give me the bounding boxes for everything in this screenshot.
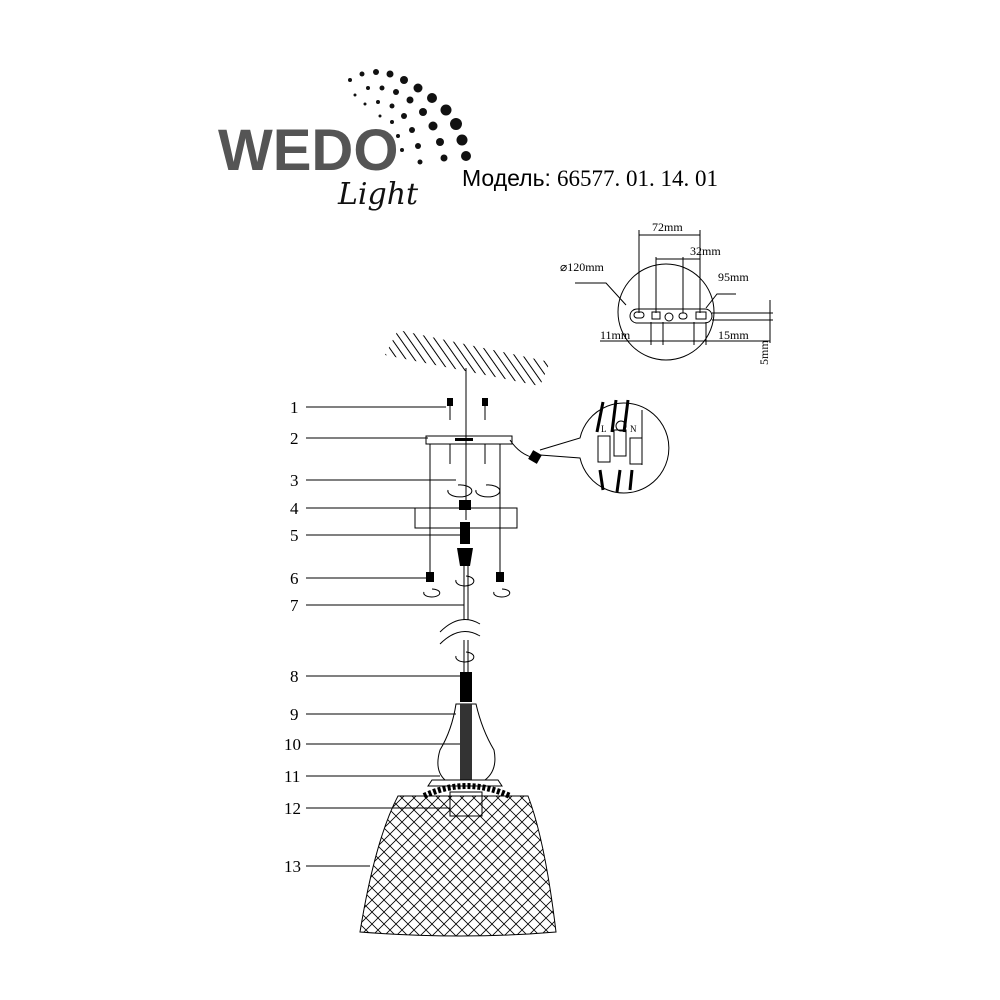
part-number: 4 — [290, 499, 299, 518]
dim-diameter: ⌀120mm — [560, 260, 605, 274]
dim-15mm: 15mm — [718, 328, 749, 342]
part-number: 10 — [284, 735, 301, 754]
dim-5mm: 5mm — [757, 340, 771, 365]
logo-text: WEDO — [218, 118, 398, 183]
wire-live-label: L — [601, 424, 607, 434]
dim-32mm: 32mm — [690, 244, 721, 258]
dim-72mm: 72mm — [652, 220, 683, 234]
brand-logo: WEDO Light — [218, 69, 471, 212]
model-label: Модель:66577. 01. 14. 01 — [462, 165, 718, 191]
part-number: 12 — [284, 799, 301, 818]
logo-script: Light — [337, 177, 419, 212]
mesh-shade — [359, 795, 557, 937]
ceiling-hatch — [385, 330, 550, 386]
pendant-cable — [422, 566, 512, 817]
part-number: 1 — [290, 398, 299, 417]
part-number: 5 — [290, 526, 299, 545]
wire-neutral-label: N — [630, 424, 637, 434]
part-number: 3 — [290, 471, 299, 490]
dim-95mm: 95mm — [718, 270, 749, 284]
part-number: 6 — [290, 569, 299, 588]
mounting-plate-dimensions: 72mm 32mm ⌀120mm 95mm 11mm 15mm 5mm — [560, 220, 773, 365]
dim-11mm: 11mm — [600, 328, 631, 342]
part-number: 13 — [284, 857, 301, 876]
part-number: 7 — [290, 596, 299, 615]
part-callouts: 1 2 3 4 5 6 7 8 9 10 11 12 13 — [284, 398, 464, 876]
part-number: 9 — [290, 705, 299, 724]
wiring-detail: L N — [539, 399, 670, 494]
part-number: 2 — [290, 429, 299, 448]
part-number: 11 — [284, 767, 300, 786]
mounting-bracket — [414, 398, 542, 598]
part-number: 8 — [290, 667, 299, 686]
logo-dots — [348, 69, 471, 165]
